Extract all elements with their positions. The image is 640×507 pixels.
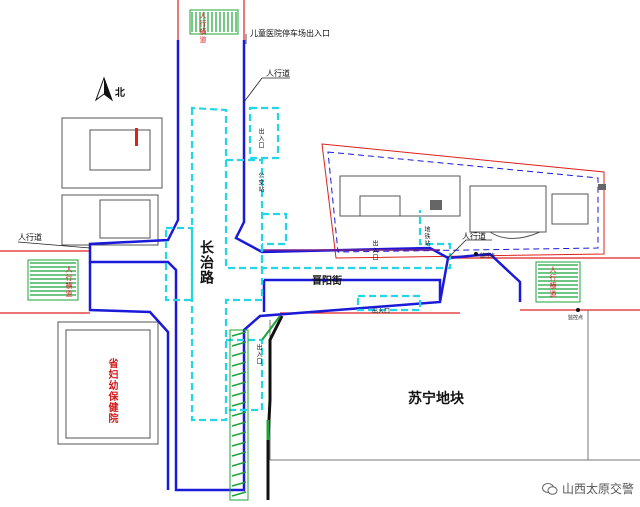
exit-b-label: 出入口 — [371, 240, 378, 261]
north-label: 北 — [115, 88, 125, 99]
sensor-b-label: 监控点 — [568, 315, 584, 321]
crosswalk-left-label: 人行横道 — [65, 266, 73, 298]
station-label: 地铁站 — [423, 226, 430, 247]
sensor-marker-a — [474, 252, 478, 256]
sidewalk-top-label: 人行道 — [266, 69, 290, 78]
sensor-a-label: 监控点 — [480, 253, 496, 259]
crosswalk-top-label: 人行横道 — [199, 12, 207, 44]
black-edge-line — [266, 315, 284, 500]
suning-plot-label: 苏宁地块 — [408, 391, 464, 407]
green-hatch-strip — [229, 329, 249, 501]
left-building-label: 省妇幼保健院 — [106, 358, 117, 424]
suning-plot-boundary — [269, 310, 640, 461]
hospital-parking-entrance-label: 儿童医院停车场出入口 — [250, 29, 330, 38]
crosswalk-right-label: 人行横道 — [549, 266, 557, 298]
red-boundary-lines — [0, 0, 640, 314]
road-outline — [88, 40, 522, 492]
watermark: 山西太原交警 — [541, 480, 634, 497]
crosswalk-top — [189, 9, 239, 35]
sensor-marker-b — [576, 308, 580, 312]
wechat-icon — [541, 482, 558, 495]
crosswalk-right — [535, 261, 581, 303]
sidewalk-left-label: 人行道 — [18, 233, 42, 242]
changzhi-road-label: 长治路 — [198, 240, 214, 285]
leader-lines — [17, 34, 492, 259]
north-arrow-icon — [94, 76, 114, 102]
right-building-plot — [321, 143, 606, 259]
crosswalk-left — [27, 259, 79, 301]
exit-c-label: 出入口 — [372, 308, 391, 315]
bus-stop-label: 公交站 — [257, 172, 264, 193]
sidewalk-right-label: 人行道 — [462, 232, 486, 241]
exit-a-label: 出入口 — [257, 128, 264, 149]
watermark-text: 山西太原交警 — [561, 482, 634, 496]
red-building-marker — [135, 128, 138, 146]
jinyang-street-label: 晋阳街 — [312, 276, 342, 287]
left-buildings — [57, 117, 163, 445]
exit-d-label: 出入口 — [255, 344, 262, 365]
